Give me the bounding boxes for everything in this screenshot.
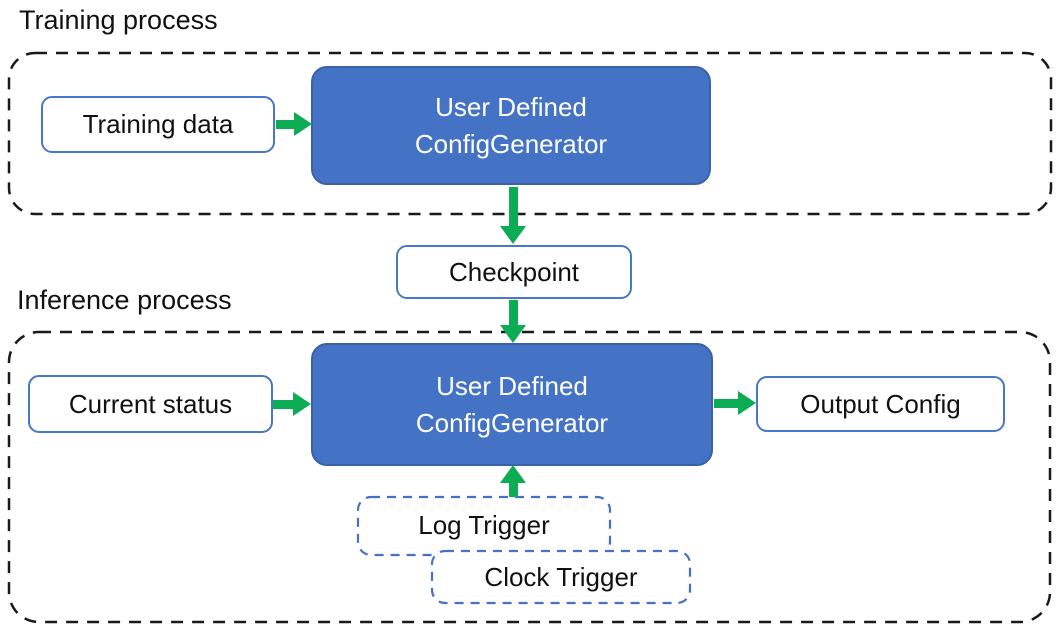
training-process-container [7, 51, 1053, 216]
inference-generator-line2: ConfigGenerator [415, 407, 609, 438]
log-trigger-box [356, 495, 612, 557]
arrow-checkpoint-to-inference-generator [500, 300, 526, 343]
current-status-box: Current status [28, 375, 273, 433]
training-process-label: Training process [19, 5, 218, 35]
training-data-box: Training data [41, 96, 275, 153]
log-trigger-label: Log Trigger [418, 509, 550, 540]
arrow-current-status-to-generator [273, 391, 311, 417]
inference-process-label: Inference process [17, 285, 232, 315]
clock-trigger-box [430, 549, 692, 605]
output-config-label: Output Config [800, 388, 961, 419]
inference-generator-box: User Defined ConfigGenerator [311, 343, 713, 466]
arrow-generator-to-output-config [714, 390, 756, 416]
inference-generator-line1: User Defined [436, 370, 588, 401]
inference-process-container [7, 330, 1052, 624]
checkpoint-box: Checkpoint [396, 245, 632, 299]
arrow-training-data-to-generator [276, 111, 312, 137]
training-generator-box: User Defined ConfigGenerator [311, 66, 711, 185]
training-data-label: Training data [82, 109, 234, 139]
checkpoint-label: Checkpoint [448, 256, 580, 287]
current-status-label: Current status [68, 388, 233, 419]
training-generator-line1: User Defined [435, 91, 587, 122]
arrow-generator-to-checkpoint [500, 187, 526, 244]
training-generator-line2: ConfigGenerator [414, 128, 608, 159]
clock-trigger-label: Clock Trigger [484, 561, 638, 592]
arrow-triggers-to-generator [500, 465, 526, 497]
output-config-box: Output Config [756, 376, 1005, 432]
